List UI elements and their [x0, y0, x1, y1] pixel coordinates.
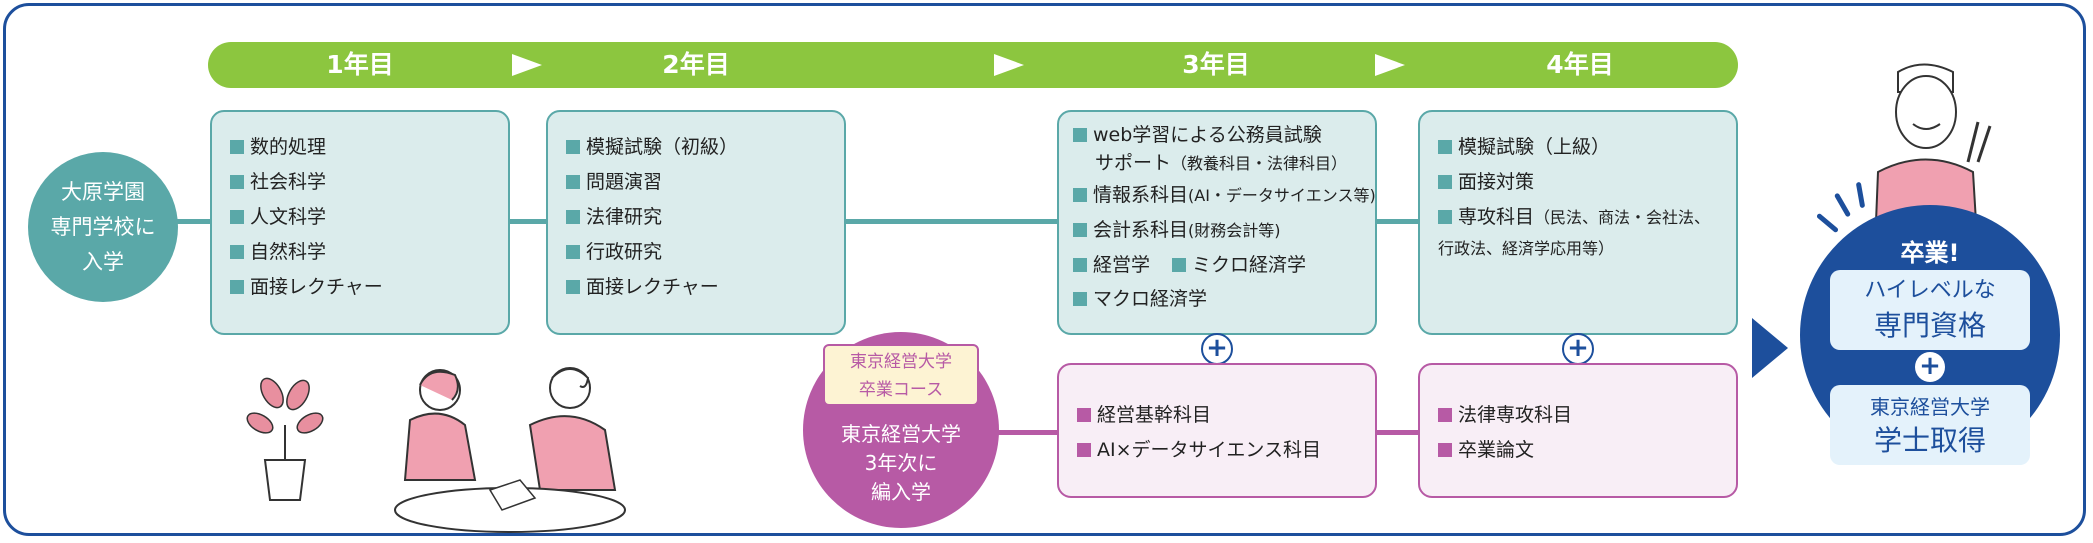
list-item-continuation: サポート（教養科目・法律科目）	[1095, 152, 1348, 174]
students-illustration	[394, 367, 626, 533]
plus-icon-y4: +	[1562, 333, 1594, 365]
pink-line-p3-p4	[1375, 430, 1420, 435]
list-item: 専攻科目（民法、商法・会社法、	[1438, 200, 1718, 235]
start-line-1: 大原学園	[61, 179, 145, 204]
year1-course-box: 数的処理 社会科学 人文科学 自然科学 面接レクチャー	[210, 110, 510, 335]
transfer-line-3: 編入学	[871, 480, 931, 504]
year3-course-box: web学習による公務員試験 サポート（教養科目・法律科目） 情報系科目(AI・デ…	[1057, 110, 1377, 335]
list-item: 卒業論文	[1438, 433, 1718, 468]
list-item: 経営基幹科目	[1077, 398, 1357, 433]
list-item: 人文科学	[230, 200, 490, 235]
list-item: 面接対策	[1438, 165, 1718, 200]
tokyo-year3-course-box: 経営基幹科目 AI×データサイエンス科目	[1057, 363, 1377, 498]
transfer-line-2: 3年次に	[864, 451, 938, 475]
list-item: 行政研究	[566, 235, 826, 270]
list-item: 社会科学	[230, 165, 490, 200]
tokyo-transfer-circle: 東京経営大学 卒業コース 東京経営大学 3年次に 編入学	[803, 332, 999, 528]
teal-line-y2-y3	[844, 219, 1060, 224]
start-line-3: 入学	[82, 249, 124, 274]
graduation-plus-icon: +	[1915, 352, 1945, 382]
year-label-2: 2年目	[662, 50, 730, 79]
plant-illustration	[246, 377, 324, 501]
teal-line-y1-y2	[508, 219, 548, 224]
year-label-1: 1年目	[326, 50, 394, 79]
year-arrow-2	[994, 54, 1024, 76]
degree-card: 東京経営大学 学士取得	[1830, 385, 2030, 465]
list-item: 法律専攻科目	[1438, 398, 1718, 433]
teal-line-start	[176, 219, 210, 224]
start-enrollment-circle: 大原学園 専門学校に 入学	[28, 152, 178, 302]
list-item: 面接レクチャー	[230, 270, 490, 305]
year4-course-box: 模擬試験（上級） 面接対策 専攻科目（民法、商法・会社法、 行政法、経済学応用等…	[1418, 110, 1738, 335]
year-arrow-3	[1375, 54, 1405, 76]
year2-course-box: 模擬試験（初級） 問題演習 法律研究 行政研究 面接レクチャー	[546, 110, 846, 335]
list-item-continuation: 行政法、経済学応用等）	[1438, 239, 1615, 258]
list-item: 経営学ミクロ経済学	[1073, 248, 1361, 282]
qualification-card: ハイレベルな 専門資格	[1830, 270, 2030, 350]
list-item: 面接レクチャー	[566, 270, 826, 305]
course-tag: 東京経営大学 卒業コース	[823, 344, 979, 406]
list-item: AI×データサイエンス科目	[1077, 433, 1357, 468]
list-item: 会計系科目(財務会計等)	[1073, 213, 1361, 248]
transfer-line-1: 東京経営大学	[841, 422, 961, 446]
list-item: 自然科学	[230, 235, 490, 270]
graduate-illustration	[1874, 63, 1992, 222]
burst-line	[1833, 192, 1852, 218]
plus-icon-y3: +	[1201, 333, 1233, 365]
burst-line	[1815, 212, 1840, 234]
burst-line	[1855, 181, 1866, 209]
year-label-4: 4年目	[1546, 50, 1614, 79]
list-item: マクロ経済学	[1073, 282, 1361, 316]
list-item: 法律研究	[566, 200, 826, 235]
list-item: 模擬試験（上級）	[1438, 130, 1718, 165]
pink-line-course-p3	[997, 430, 1060, 435]
start-line-2: 専門学校に	[50, 214, 156, 239]
teal-line-y3-y4	[1375, 219, 1420, 224]
year-timeline-bar	[208, 42, 1738, 88]
list-item: 問題演習	[566, 165, 826, 200]
year-label-3: 3年目	[1182, 50, 1250, 79]
tokyo-year4-course-box: 法律専攻科目 卒業論文	[1418, 363, 1738, 498]
list-item: 情報系科目(AI・データサイエンス等)	[1073, 178, 1376, 213]
list-item: web学習による公務員試験	[1073, 122, 1361, 149]
to-graduation-arrow	[1752, 318, 1788, 378]
graduation-title: 卒業!	[1900, 239, 1960, 267]
list-item: 模擬試験（初級）	[566, 130, 826, 165]
list-item: 数的処理	[230, 130, 490, 165]
year-arrow-1	[512, 54, 542, 76]
